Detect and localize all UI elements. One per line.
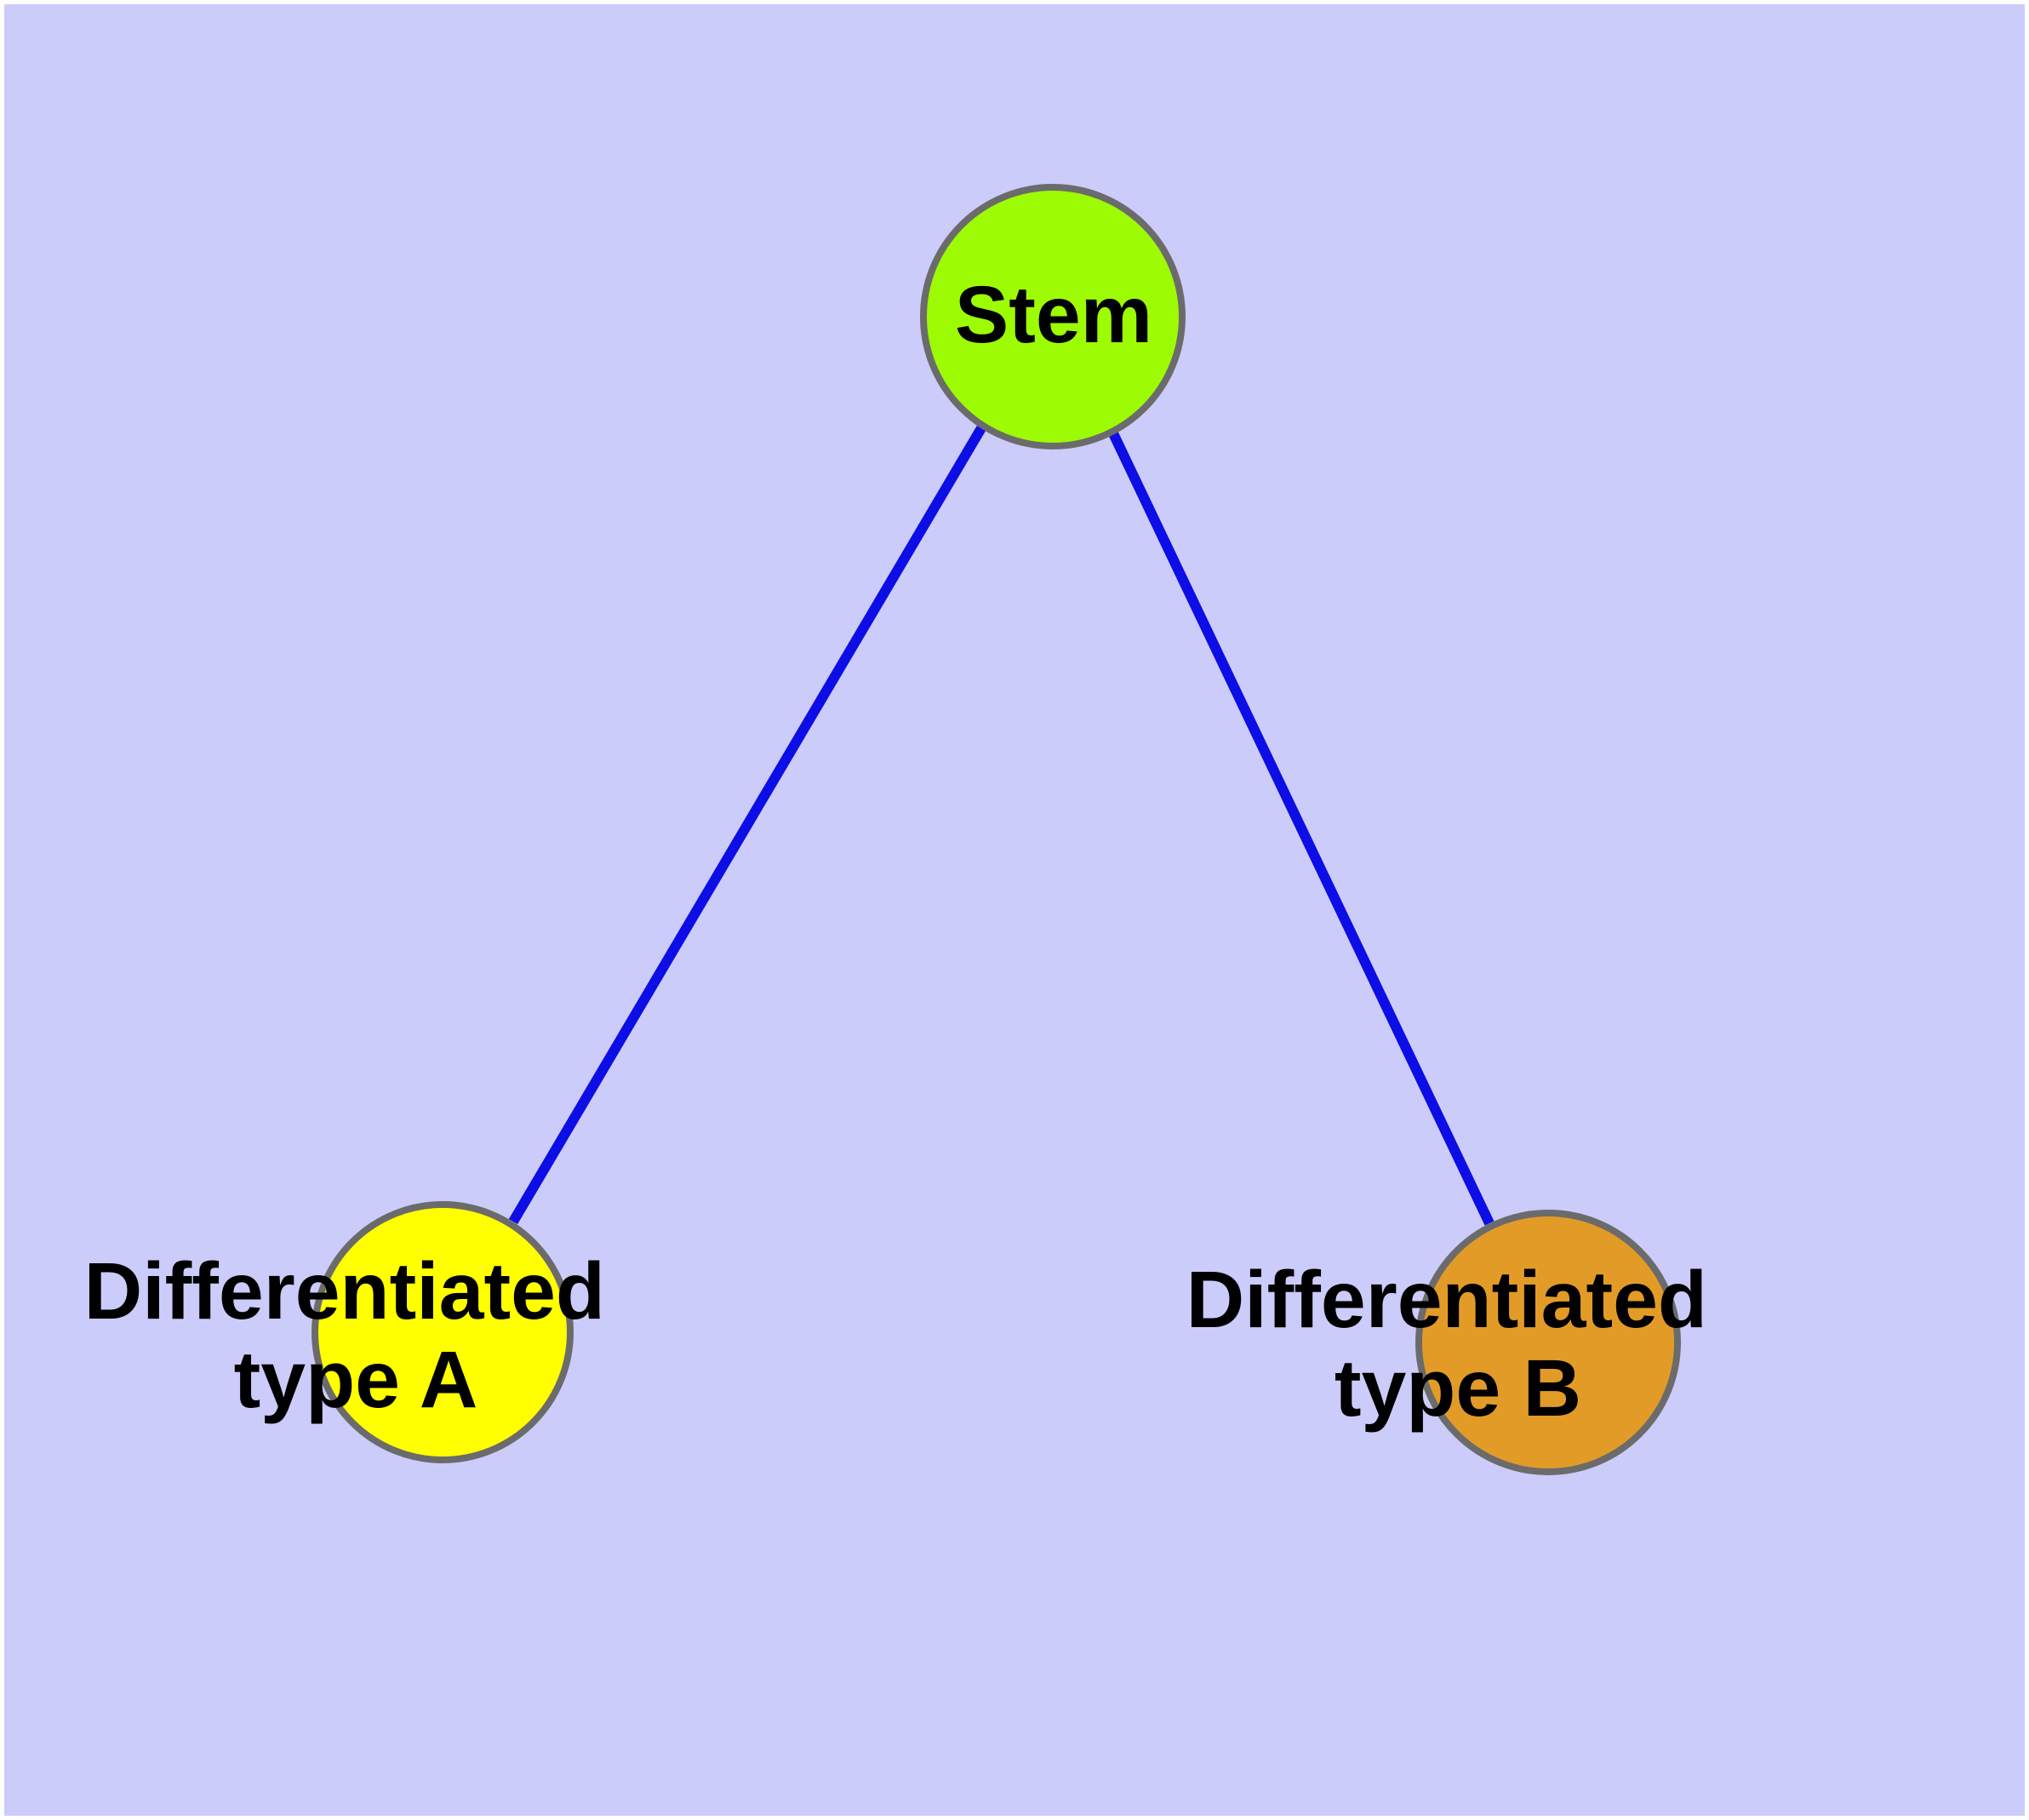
node-differentiated-type-a-label-line-1: Differentiated	[84, 1246, 605, 1336]
node-stem[interactable]: Stem	[920, 184, 1186, 449]
node-stem-label-line-1: Stem	[955, 270, 1152, 360]
node-differentiated-type-a-label-line-2: type A	[234, 1335, 478, 1425]
node-differentiated-type-b-circle[interactable]	[1415, 1210, 1681, 1475]
node-layer: Stem	[311, 184, 1681, 1475]
node-differentiated-type-b-label-line-2: type B	[1335, 1343, 1581, 1434]
node-differentiated-type-b[interactable]	[1415, 1210, 1681, 1475]
node-differentiated-type-a-circle[interactable]	[311, 1201, 574, 1463]
node-differentiated-type-a-label: Differentiated type A	[84, 1246, 628, 1425]
node-differentiated-type-b-label-line-1: Differentiated	[1186, 1255, 1707, 1345]
edge-layer	[508, 425, 1495, 1226]
edge-stem-to-type-b[interactable]	[1107, 429, 1495, 1226]
node-differentiated-type-b-label: Differentiated type B	[1186, 1255, 1730, 1434]
node-stem-circle[interactable]	[920, 184, 1186, 449]
node-differentiated-type-a[interactable]	[311, 1201, 574, 1463]
edge-stem-to-type-a[interactable]	[508, 425, 986, 1225]
label-layer: Differentiated type A Differentiated typ…	[84, 1246, 1730, 1434]
